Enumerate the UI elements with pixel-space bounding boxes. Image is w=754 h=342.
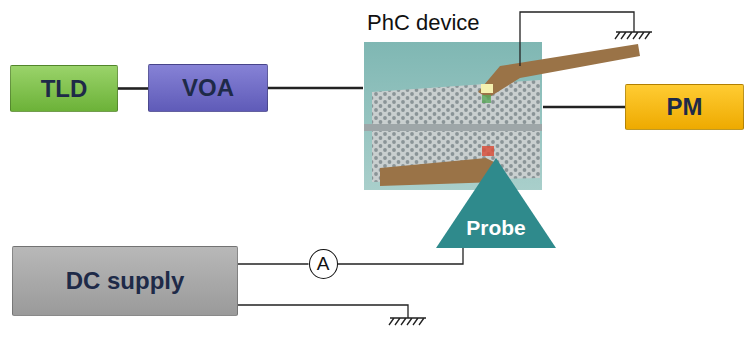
- waveguide: [364, 124, 542, 131]
- probe-triangle: Probe: [436, 158, 556, 248]
- ammeter-symbol: A: [309, 249, 338, 279]
- ground-wire: [238, 305, 408, 318]
- attenuator-box: VOA: [148, 64, 268, 112]
- connector-line: [238, 263, 309, 264]
- connector-line: [118, 87, 148, 90]
- node-label: PM: [667, 93, 703, 121]
- p-region: [482, 95, 491, 103]
- top-electrode: [478, 44, 640, 98]
- probe-outline: [436, 158, 556, 248]
- node-label: TLD: [41, 75, 88, 103]
- node-label: PhC device: [367, 10, 480, 36]
- node-label: Probe: [466, 216, 526, 240]
- connector-line: [338, 248, 464, 264]
- connector-line: [543, 106, 625, 109]
- connector-line: [268, 87, 363, 90]
- dc-supply-box: DC supply: [12, 246, 238, 316]
- phc-device: PhC device: [363, 8, 543, 190]
- ground-symbol: [389, 318, 426, 325]
- top-contact: [481, 84, 493, 93]
- power-meter-box: PM: [625, 84, 744, 130]
- ground-symbol: [615, 32, 652, 39]
- node-label: DC supply: [66, 267, 185, 295]
- ground-wire: [520, 12, 634, 66]
- node-label: VOA: [182, 74, 234, 102]
- node-label: A: [317, 253, 330, 275]
- laser-box: TLD: [10, 65, 118, 112]
- n-region: [482, 146, 494, 156]
